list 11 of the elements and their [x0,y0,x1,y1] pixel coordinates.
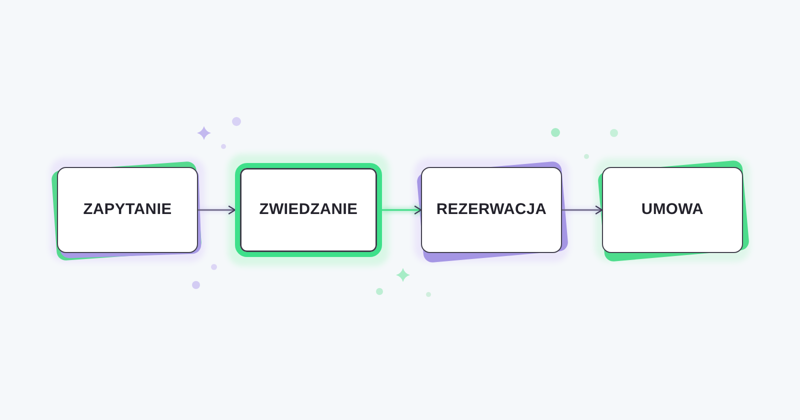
step-label: ZWIEDZANIE [259,201,358,219]
step-label: ZAPYTANIE [83,201,172,219]
arrow [198,205,236,215]
process-box [57,167,198,253]
process-box [421,167,562,253]
step-label: UMOWA [641,201,704,219]
process-box [602,167,743,253]
step-label: REZERWACJA [436,201,547,219]
arrow [382,205,422,215]
process-box [235,163,382,257]
arrow [562,205,603,215]
